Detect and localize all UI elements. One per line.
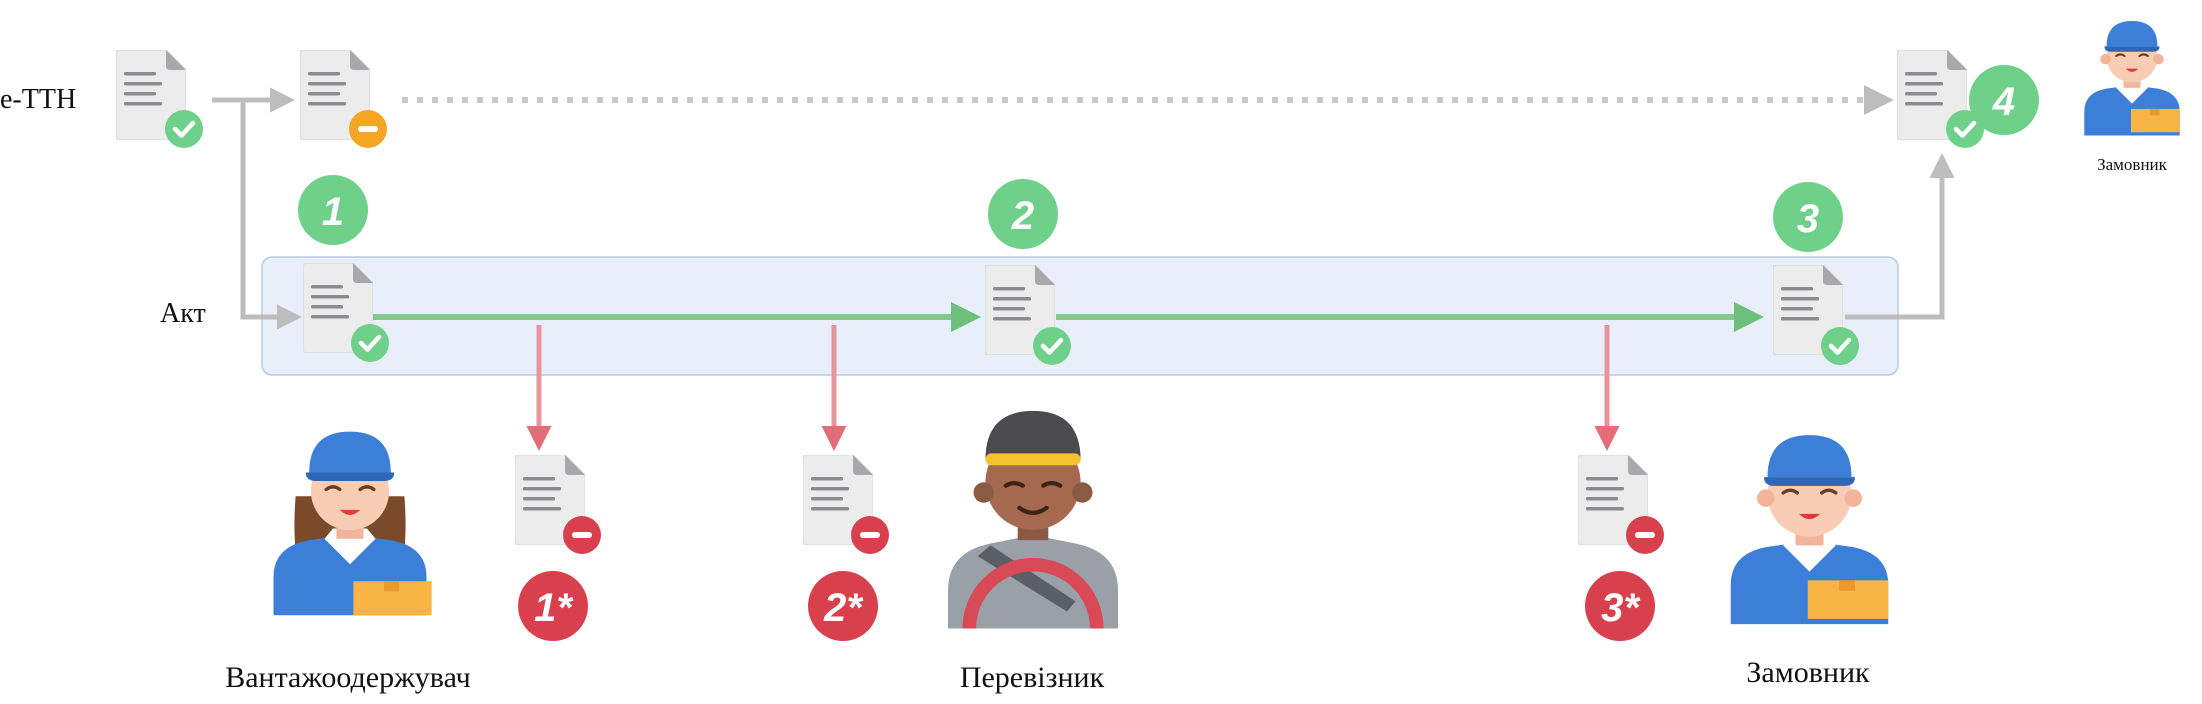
- carrier-avatar-icon: [948, 411, 1118, 629]
- check-badge-icon: [1821, 327, 1859, 365]
- customer-small-avatar-icon: [2083, 19, 2181, 137]
- reject-badge-3: 3*: [1585, 571, 1655, 641]
- reject-badge-2: 2*: [808, 571, 878, 641]
- reject-badge-2-label: 2*: [823, 586, 864, 630]
- reject-badge-1: 1*: [518, 571, 588, 641]
- customer-label: Замовник: [1746, 656, 1870, 689]
- minus-badge-icon: [1626, 516, 1664, 554]
- carrier-label: Перевізник: [960, 661, 1105, 694]
- step-badge-1-circle: [298, 175, 368, 245]
- act-label: Акт: [160, 298, 206, 329]
- customer-small-label: Замовник: [2097, 155, 2168, 174]
- ettn-label: е-ТТН: [0, 84, 76, 115]
- minus-badge-icon: [563, 516, 601, 554]
- step-badge-3-label: 3: [1797, 197, 1819, 241]
- step-badge-1: 1: [298, 175, 368, 245]
- step-badges: 1 2 3 4 1* 2* 3*: [298, 65, 2039, 641]
- check-badge-icon: [351, 324, 389, 362]
- customer-avatar-icon: [1731, 435, 1889, 624]
- step-badge-3-circle: [1773, 182, 1843, 252]
- reject-badge-1-label: 1*: [534, 586, 574, 630]
- step-badge-4-circle: [1969, 65, 2039, 135]
- act-to-final-arrow: [1845, 153, 1955, 320]
- rejected-doc-2: [803, 455, 889, 554]
- step-badge-4: 4: [1969, 65, 2039, 135]
- step-badge-2-label: 2: [1011, 194, 1034, 238]
- minus-badge-icon: [851, 516, 889, 554]
- step-badge-2-circle: [988, 179, 1058, 249]
- reject-badge-2-circle: [808, 571, 878, 641]
- ettn-doc-signed: [116, 50, 203, 148]
- consignee-label: Вантажоодержувач: [225, 661, 471, 694]
- pending-badge-icon: [349, 110, 387, 148]
- step-badge-4-label: 4: [1992, 80, 2015, 124]
- step-badge-1-label: 1: [322, 190, 344, 234]
- rejected-doc-3: [1578, 455, 1664, 554]
- check-badge-icon: [165, 110, 203, 148]
- reject-badge-3-circle: [1585, 571, 1655, 641]
- consignee-avatar-icon: [274, 432, 432, 616]
- rejected-doc-1: [515, 455, 601, 554]
- reject-badge-1-circle: [518, 571, 588, 641]
- step-badge-3: 3: [1773, 182, 1843, 252]
- static-layer: е-ТТН Акт Вантажоодержувач Перевізник За…: [0, 19, 2181, 694]
- ettn-doc-pending: [300, 50, 387, 148]
- reject-badge-3-label: 3*: [1601, 586, 1641, 630]
- ettn-to-act-arrow: [240, 100, 302, 330]
- check-badge-icon: [1033, 327, 1071, 365]
- step-badge-2: 2: [988, 179, 1058, 249]
